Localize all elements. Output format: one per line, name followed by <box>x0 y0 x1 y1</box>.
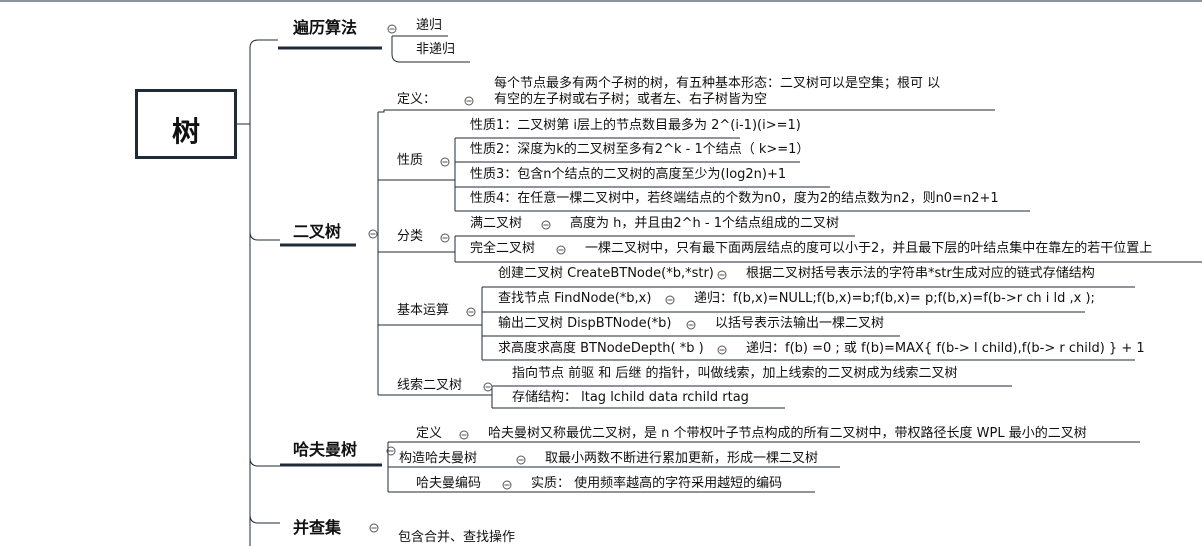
traversal-recursive[interactable]: 递归 <box>416 18 443 33</box>
definition-label[interactable]: 定义： <box>397 92 437 107</box>
branch-binary-tree[interactable]: 二叉树 <box>293 222 342 241</box>
collapse-op-display-icon[interactable] <box>686 320 696 330</box>
root-label: 树 <box>171 115 200 148</box>
definition-text-line2: 有空的左子树或右子树；或者左、右子树皆为空 <box>494 92 768 107</box>
huffman-coding-label[interactable]: 哈夫曼编码 <box>416 476 482 491</box>
threaded-item-2[interactable]: 存储结构： ltag lchild data rchild rtag <box>512 390 749 405</box>
collapse-huffman-construct-icon[interactable] <box>516 455 526 465</box>
basic-ops-label[interactable]: 基本运算 <box>397 303 450 318</box>
op-find-desc: 递归：f(b,x)=NULL;f(b,x)=b;f(b,x)= p;f(b,x)… <box>694 291 1095 306</box>
collapse-traversal-icon[interactable] <box>387 24 397 34</box>
huffman-construct-label[interactable]: 构造哈夫曼树 <box>399 451 478 466</box>
full-binary-tree-desc: 高度为 h，并且由2^h - 1个结点组成的二叉树 <box>570 216 840 231</box>
collapse-op-find-icon[interactable] <box>665 295 675 305</box>
op-create-label[interactable]: 创建二叉树 CreateBTNode(*b,*str) <box>498 266 714 281</box>
branch-traversal[interactable]: 遍历算法 <box>293 18 358 37</box>
full-binary-tree-label[interactable]: 满二叉树 <box>470 216 523 231</box>
op-display-label[interactable]: 输出二叉树 DispBTNode(*b) <box>498 316 672 331</box>
complete-binary-tree-label[interactable]: 完全二叉树 <box>470 241 536 256</box>
collapse-full-binary-tree-icon[interactable] <box>541 220 551 230</box>
collapse-threaded-icon[interactable] <box>483 382 493 392</box>
op-create-desc: 根据二叉树括号表示法的字符串*str生成对应的链式存储结构 <box>746 266 1095 281</box>
collapse-op-depth-icon[interactable] <box>717 345 727 355</box>
definition-text-line1: 每个节点最多有两个子树的树，有五种基本形态：二叉树可以是空集；根可 以 <box>494 76 941 91</box>
root-node[interactable]: 树 <box>135 89 237 159</box>
op-depth-desc: 递归：f(b) =0 ; 或 f(b)=MAX{ f(b-> l child),… <box>746 341 1145 356</box>
collapse-huffman-icon[interactable] <box>386 446 396 456</box>
property-2[interactable]: 性质2：深度为k的二叉树至多有2^k - 1个结点（ k>=1） <box>470 142 810 157</box>
property-4[interactable]: 性质4：在任意一棵二叉树中，若终端结点的个数为n0，度为2的结点数为n2，则n0… <box>470 191 999 206</box>
collapse-huffman-coding-icon[interactable] <box>502 480 512 490</box>
traversal-nonrecursive[interactable]: 非递归 <box>416 42 456 57</box>
huffman-definition-label[interactable]: 定义 <box>416 426 443 441</box>
collapse-op-create-icon[interactable] <box>717 270 727 280</box>
op-depth-label[interactable]: 求高度求高度 BTNodeDepth( *b ) <box>498 341 704 356</box>
branch-huffman[interactable]: 哈夫曼树 <box>293 440 358 459</box>
union-find-desc: 包含合并、查找操作 <box>398 530 516 545</box>
collapse-basic-ops-icon[interactable] <box>466 307 476 317</box>
property-1[interactable]: 性质1：二叉树第 i层上的节点数目最多为 2^(i-1)(i>=1) <box>470 118 801 133</box>
collapse-classification-icon[interactable] <box>440 233 450 243</box>
collapse-huffman-definition-icon[interactable] <box>459 430 469 440</box>
complete-binary-tree-desc: 一棵二叉树中，只有最下面两层结点的度可以小于2，并且最下层的叶结点集中在靠左的若… <box>585 241 1153 256</box>
collapse-complete-binary-tree-icon[interactable] <box>556 245 566 255</box>
huffman-construct-desc: 取最小两数不断进行累加更新，形成一棵二叉树 <box>545 451 819 466</box>
classification-label[interactable]: 分类 <box>397 229 424 244</box>
op-find-label[interactable]: 查找节点 FindNode(*b,x) <box>498 291 652 306</box>
huffman-definition-desc: 哈夫曼树又称最优二叉树，是 n 个带权叶子节点构成的所有二叉树中，带权路径长度 … <box>488 426 1087 441</box>
threaded-tree-label[interactable]: 线索二叉树 <box>397 378 463 393</box>
op-display-desc: 以括号表示法输出一棵二叉树 <box>715 316 885 331</box>
property-3[interactable]: 性质3：包含n个结点的二叉树的高度至少为(log2n)+1 <box>470 167 787 182</box>
threaded-item-1[interactable]: 指向节点 前驱 和 后继 的指针，叫做线索，加上线索的二叉树成为线索二叉树 <box>512 366 958 381</box>
collapse-properties-icon[interactable] <box>440 157 450 167</box>
huffman-coding-desc: 实质： 使用频率越高的字符采用越短的编码 <box>531 476 783 491</box>
properties-label[interactable]: 性质 <box>397 153 424 168</box>
branch-union-find[interactable]: 并查集 <box>293 518 342 537</box>
collapse-union-find-icon[interactable] <box>369 523 379 533</box>
collapse-definition-icon[interactable] <box>464 96 474 106</box>
collapse-binary-tree-icon[interactable] <box>368 229 378 239</box>
